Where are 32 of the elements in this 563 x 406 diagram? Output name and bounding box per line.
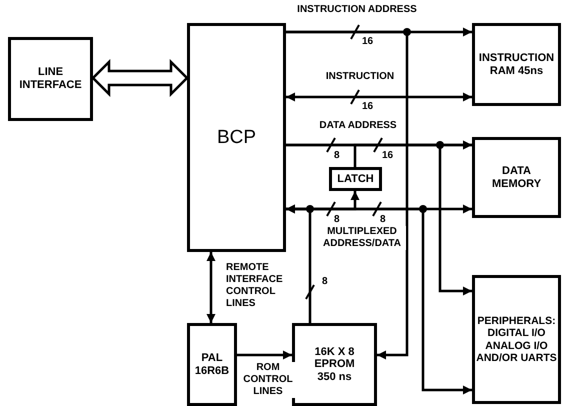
block-box — [187, 23, 286, 252]
bus-arrow — [286, 30, 408, 360]
block-label: BCP — [216, 126, 256, 148]
bus-width-label: 8 — [334, 151, 340, 161]
block-box — [187, 323, 237, 406]
block-box — [8, 37, 93, 121]
bus-arrow — [286, 92, 472, 102]
bus-arrow — [286, 191, 360, 210]
block-label: DATA MEMORY — [490, 164, 542, 190]
block-label: LATCH — [337, 172, 374, 186]
block-label: PERIPHERALS: DIGITAL I/O ANALOG I/O AND/OR UARTS — [475, 315, 558, 364]
bus-width-label: 16 — [362, 102, 374, 112]
block-label: INSTRUCTION RAM 45ns — [478, 52, 556, 78]
block-label: PAL 16R6B — [194, 352, 230, 378]
block-box — [292, 323, 377, 406]
bus-width-label: 16 — [382, 151, 394, 161]
bus-arrow — [286, 144, 472, 296]
block-box — [472, 275, 561, 404]
bus-width-label: 8 — [380, 215, 386, 225]
bus-arrow — [237, 350, 292, 360]
block-box — [329, 167, 382, 191]
block-label: 16K X 8 EPROM 350 ns — [313, 346, 356, 384]
block-box — [472, 23, 561, 106]
block-label: LINE INTERFACE — [18, 66, 83, 92]
double-arrow — [91, 58, 189, 98]
bus-arrow — [206, 252, 216, 323]
bus-width-label: 16 — [362, 37, 374, 47]
bus-width-label: 8 — [334, 215, 340, 225]
bus-width-label: 8 — [322, 277, 328, 287]
block-box — [472, 137, 561, 218]
bus-arrow — [286, 204, 312, 323]
bus-arrow — [354, 140, 472, 167]
